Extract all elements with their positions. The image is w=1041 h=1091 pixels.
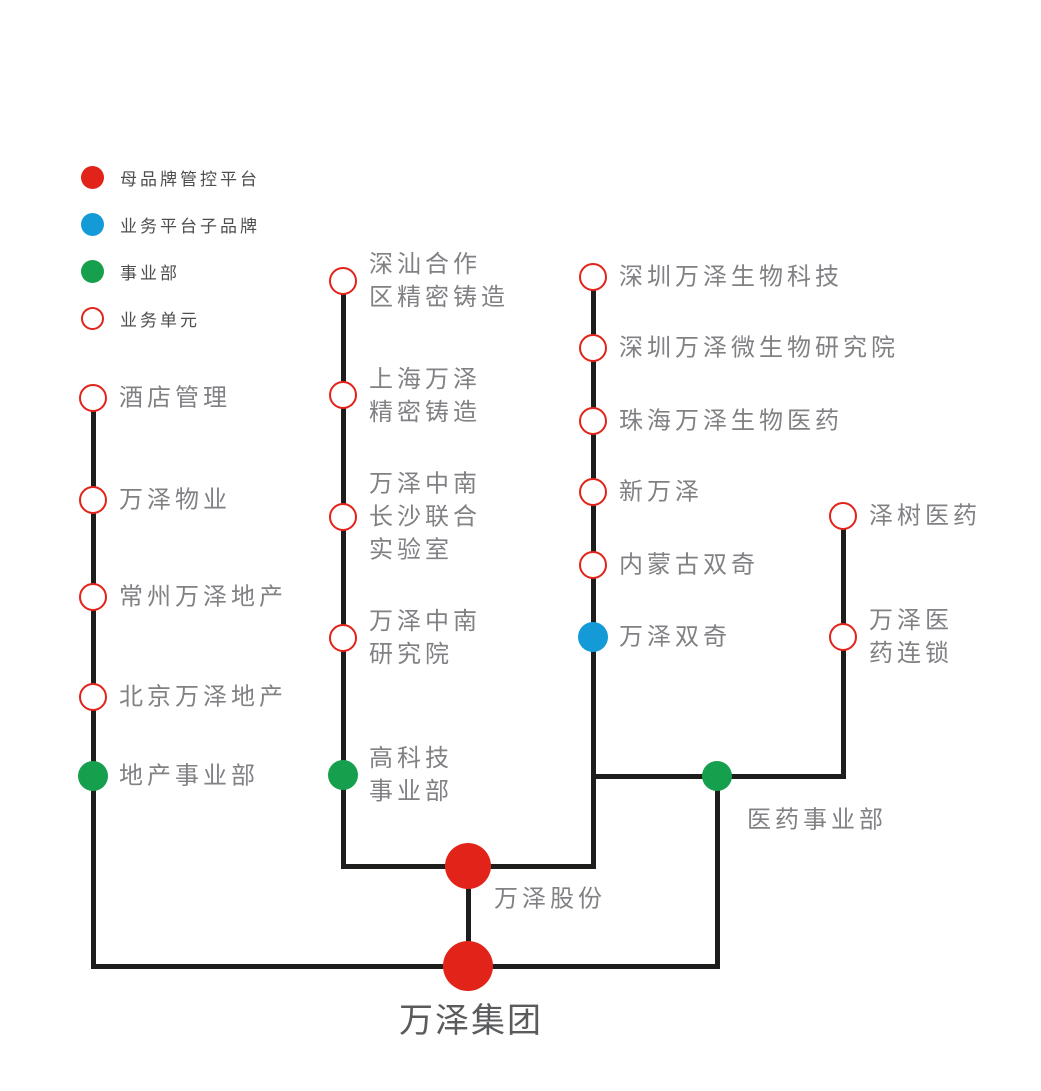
wanze-shares-node <box>445 843 491 889</box>
legend-label-unit: 业务单元 <box>120 310 200 330</box>
hotel-mgmt-label: 酒店管理 <box>119 384 231 412</box>
legend-item-division: 事业部 <box>81 259 260 283</box>
wanze-pharma-chain-label: 万泽医 药连锁 <box>869 607 953 667</box>
subbrand-swatch-icon <box>81 212 104 236</box>
wanze-shuangqi-node <box>578 622 608 652</box>
legend-label-division: 事业部 <box>120 263 180 283</box>
zhongnan-institute-label: 万泽中南 研究院 <box>369 608 481 668</box>
wanze-shares-label: 万泽股份 <box>494 885 606 913</box>
neimenggu-shuangqi-node <box>579 551 607 579</box>
legend-label-subbrand: 业务平台子品牌 <box>120 216 260 236</box>
shares-group-line <box>465 863 471 969</box>
shanghai-casting-node <box>329 381 357 409</box>
unit-swatch-icon <box>81 306 104 330</box>
realestate-division-node <box>78 761 108 791</box>
wanze-group-label: 万泽集团 <box>399 1002 543 1040</box>
hotel-mgmt-node <box>79 384 107 412</box>
pharma-division-label: 医药事业部 <box>747 806 887 834</box>
neimenggu-shuangqi-label: 内蒙古双奇 <box>619 551 759 579</box>
wanze-group-node <box>443 941 493 991</box>
legend: 母品牌管控平台 业务平台子品牌 事业部 业务单元 <box>81 165 260 353</box>
beijing-realestate-label: 北京万泽地产 <box>119 683 287 711</box>
wanze-property-label: 万泽物业 <box>119 486 231 514</box>
shenzhen-microbio-institute-label: 深圳万泽微生物研究院 <box>619 334 899 362</box>
new-wanze-label: 新万泽 <box>619 478 703 506</box>
zhuhai-biopharma-node <box>579 407 607 435</box>
realestate-column-line <box>90 395 96 969</box>
zhongnan-institute-node <box>329 624 357 652</box>
legend-item-subbrand: 业务平台子品牌 <box>81 212 260 236</box>
division-swatch-icon <box>81 259 104 283</box>
pharma-division-drop-line <box>714 773 720 969</box>
hightech-column-line <box>340 278 346 869</box>
shenzhen-biotech-node <box>579 263 607 291</box>
changsha-joint-lab-label: 万泽中南 长沙联合 实验室 <box>369 470 481 564</box>
bottom-line <box>90 963 720 969</box>
wanze-pharma-chain-node <box>829 623 857 651</box>
wanze-property-node <box>79 486 107 514</box>
shenshan-casting-node <box>329 267 357 295</box>
changsha-joint-lab-node <box>329 503 357 531</box>
changzhou-realestate-node <box>79 583 107 611</box>
legend-item-unit: 业务单元 <box>81 306 260 330</box>
hightech-division-node <box>328 760 358 790</box>
zeshu-pharma-label: 泽树医药 <box>869 502 981 530</box>
realestate-division-label: 地产事业部 <box>119 762 259 790</box>
shenshan-casting-label: 深汕合作 区精密铸造 <box>369 251 509 311</box>
shenzhen-biotech-label: 深圳万泽生物科技 <box>619 263 843 291</box>
changzhou-realestate-label: 常州万泽地产 <box>119 583 287 611</box>
legend-label-platform: 母品牌管控平台 <box>120 169 260 189</box>
zeshu-pharma-node <box>829 502 857 530</box>
wanze-shuangqi-label: 万泽双奇 <box>619 623 731 651</box>
zhuhai-biopharma-label: 珠海万泽生物医药 <box>619 407 843 435</box>
legend-item-platform: 母品牌管控平台 <box>81 165 260 189</box>
shanghai-casting-label: 上海万泽 精密铸造 <box>369 366 481 426</box>
pharma-division-node <box>702 761 732 791</box>
new-wanze-node <box>579 478 607 506</box>
platform-swatch-icon <box>81 165 104 189</box>
hightech-division-label: 高科技 事业部 <box>369 745 453 805</box>
shenzhen-microbio-institute-node <box>579 334 607 362</box>
beijing-realestate-node <box>79 683 107 711</box>
